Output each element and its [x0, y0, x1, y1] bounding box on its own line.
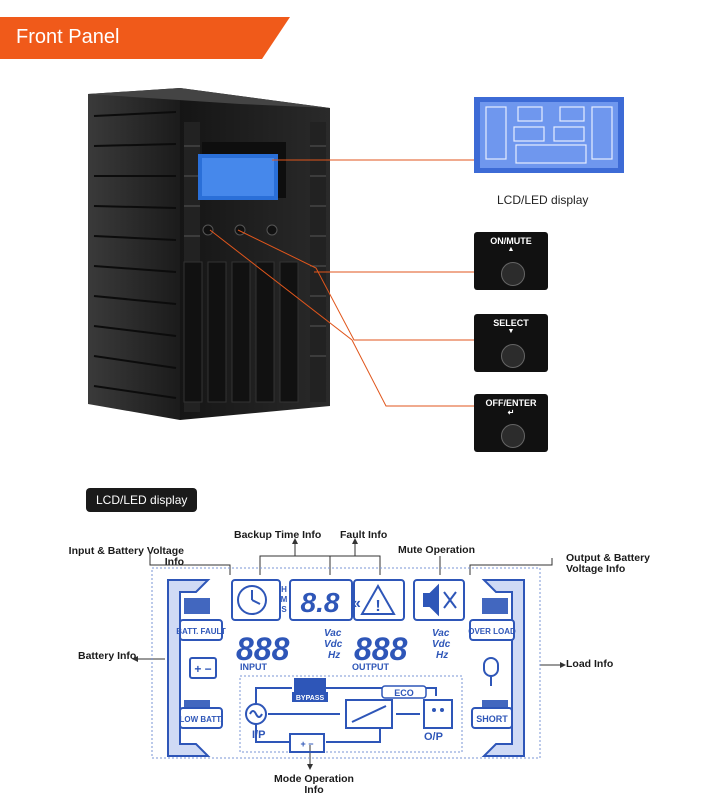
low-batt-indicator: LOW BATT.: [180, 715, 223, 724]
output-label: OUTPUT: [352, 662, 390, 672]
output-battery-voltage-label: Output & Battery Voltage Info: [566, 552, 650, 575]
mute-operation-label: Mute Operation: [398, 544, 476, 556]
outlet-icon: [423, 699, 453, 729]
off-enter-label: OFF/ENTER: [485, 398, 537, 408]
op-label: O/P: [424, 731, 443, 743]
select-button-panel: SELECT ▼: [474, 314, 548, 372]
down-arrow-icon: ▼: [507, 328, 515, 335]
batt-fault-indicator: BATT. FAULT: [176, 627, 226, 636]
warning-exclaim: !: [375, 598, 380, 615]
time-unit-s: S: [281, 605, 287, 614]
input-label: INPUT: [240, 662, 268, 672]
lcd-thumbnail: [474, 97, 624, 173]
output-digits: 888: [354, 631, 408, 667]
select-label: SELECT: [493, 318, 529, 328]
over-load-indicator: OVER LOAD: [468, 627, 516, 636]
enter-icon: ↵: [507, 408, 515, 417]
input-unit-vac: Vac: [324, 628, 342, 639]
mode-operation-info-label: Mode Operation Info: [274, 773, 354, 796]
plug-icon: [483, 657, 499, 686]
on-mute-label: ON/MUTE: [490, 236, 532, 246]
backup-time-digits: 8.8: [301, 587, 340, 618]
clock-icon: [237, 585, 267, 615]
header-bar: [0, 17, 290, 59]
ip-label: I/P: [252, 729, 265, 741]
inverter-icon: [345, 699, 393, 729]
backup-time-info-label: Backup Time Info: [234, 529, 322, 541]
short-indicator: SHORT: [476, 714, 508, 724]
on-mute-button[interactable]: [501, 262, 525, 286]
callout-lines: [209, 159, 474, 407]
input-battery-voltage-label: Input & Battery Voltage Info: [68, 545, 184, 568]
output-unit-vac: Vac: [432, 628, 450, 639]
select-button[interactable]: [501, 344, 525, 368]
output-unit-vdc: Vdc: [432, 639, 451, 650]
off-enter-button[interactable]: [501, 424, 525, 448]
load-info-label: Load Info: [566, 658, 614, 670]
input-unit-hz: Hz: [328, 650, 340, 661]
page-title: Front Panel: [16, 26, 120, 48]
input-digits: 888: [236, 631, 290, 667]
fault-info-label: Fault Info: [340, 529, 388, 541]
input-unit-vdc: Vdc: [324, 639, 343, 650]
lcd-diagram: BATT. FAULT LOW BATT. OVER LOAD SHORT + …: [132, 538, 566, 770]
speaker-mute-icon: [423, 583, 457, 617]
warning-icon: [360, 583, 396, 615]
ups-tower-image: [88, 88, 330, 420]
bypass-indicator: BYPASS: [296, 695, 325, 702]
output-unit-hz: Hz: [436, 650, 448, 661]
lcd-display-caption: LCD/LED display: [497, 193, 589, 207]
battery-icon: + −: [194, 662, 211, 676]
battery-mode-icon: + −: [300, 739, 313, 749]
battery-info-label: Battery Info: [78, 650, 137, 662]
lcd-section-title: LCD/LED display: [86, 488, 198, 512]
up-arrow-icon: ▲: [507, 246, 515, 253]
on-mute-button-panel: ON/MUTE ▲: [474, 232, 548, 290]
eco-indicator: ECO: [394, 688, 414, 698]
time-unit-h: H: [281, 585, 287, 594]
off-enter-button-panel: OFF/ENTER ↵: [474, 394, 548, 452]
rewind-icon: «: [352, 595, 361, 612]
time-unit-m: M: [281, 595, 288, 604]
